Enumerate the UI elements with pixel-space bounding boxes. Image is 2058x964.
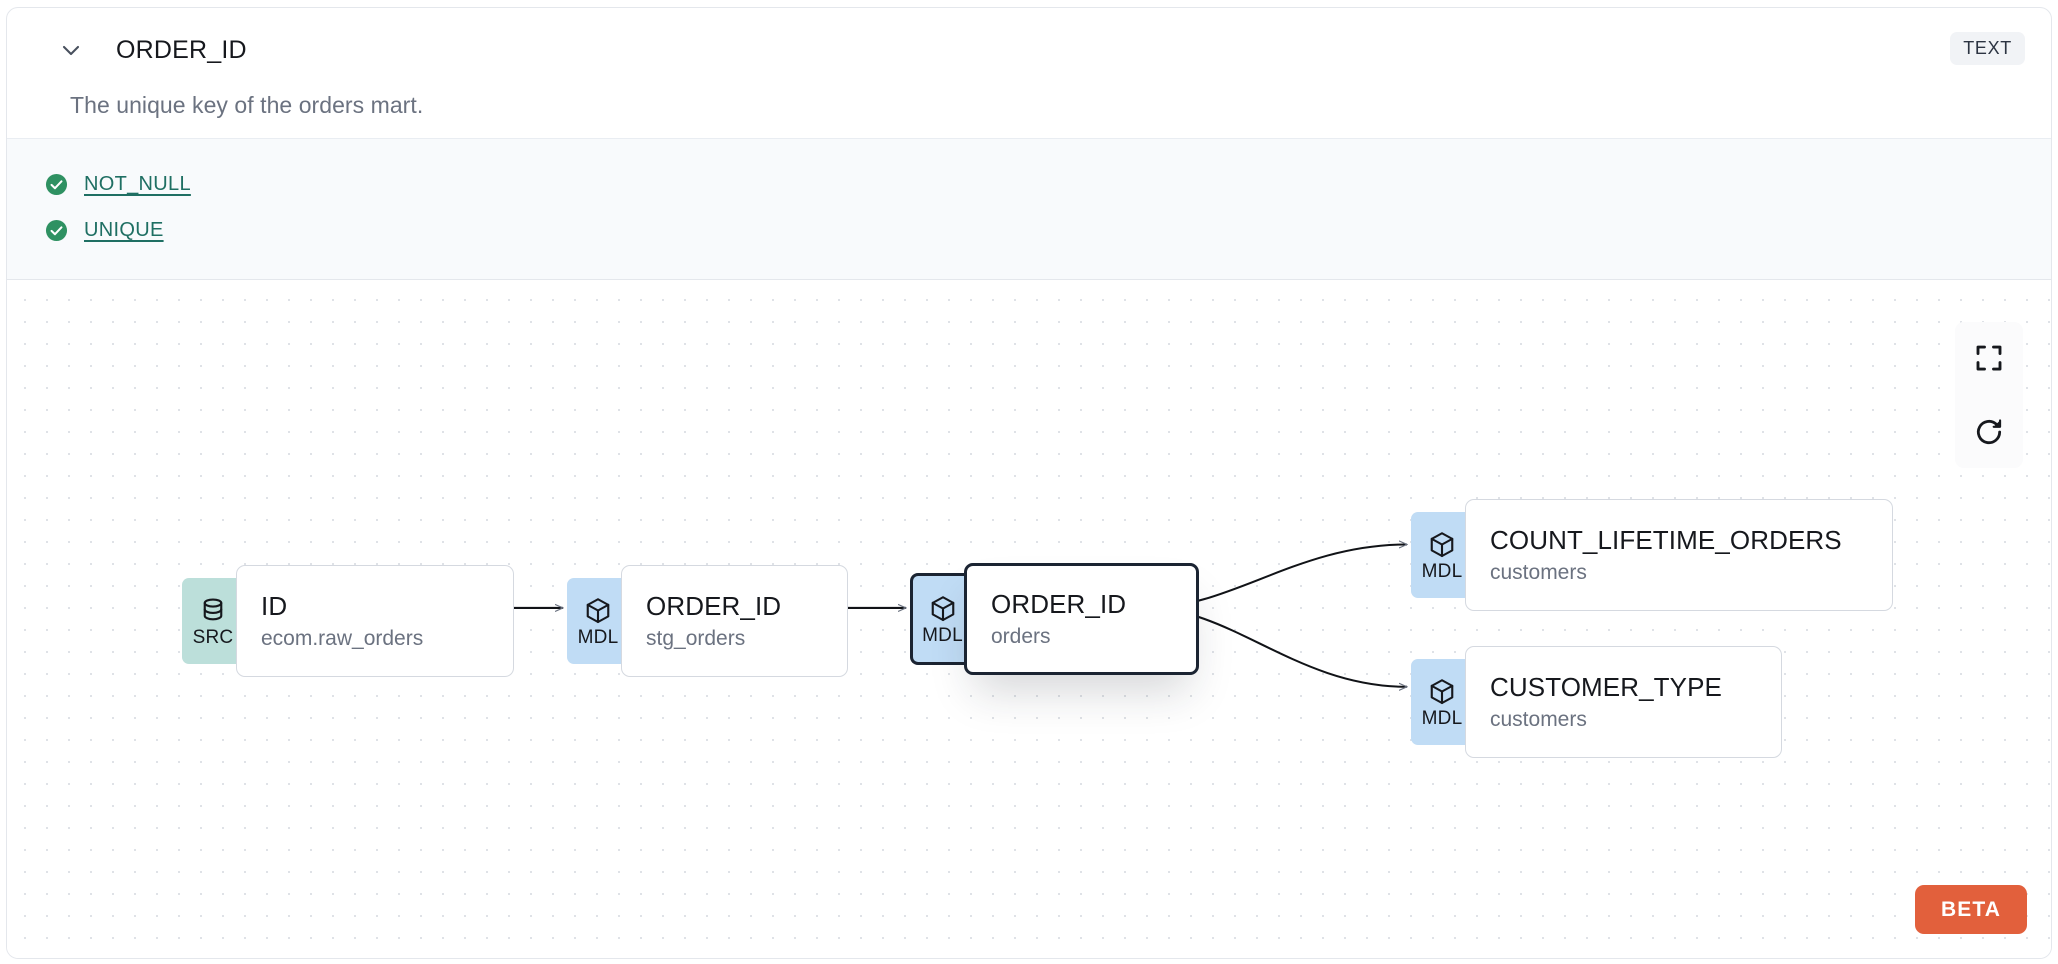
column-detail-card: ORDER_ID TEXT The unique key of the orde… — [6, 7, 2052, 959]
lineage-node-orders-order-id[interactable]: MDL ORDER_ID orders — [910, 563, 1199, 675]
node-badge-label: MDL — [1421, 560, 1463, 582]
node-card[interactable]: CUSTOMER_TYPE customers — [1465, 646, 1782, 758]
node-subtitle: stg_orders — [646, 626, 746, 650]
column-header-row: ORDER_ID — [35, 32, 2023, 68]
node-subtitle: ecom.raw_orders — [261, 626, 424, 650]
check-circle-icon — [45, 173, 68, 195]
cube-icon — [586, 597, 610, 623]
node-badge-label: SRC — [192, 626, 234, 648]
node-name: ORDER_ID — [991, 589, 1127, 620]
node-badge-label: MDL — [1421, 707, 1463, 729]
node-badge-label: MDL — [922, 624, 963, 646]
node-name: ID — [261, 591, 288, 622]
column-header: ORDER_ID TEXT The unique key of the orde… — [7, 8, 2051, 138]
column-type-badge: TEXT — [1950, 32, 2025, 65]
node-badge-mdl: MDL — [567, 578, 629, 664]
fit-view-button[interactable] — [1955, 322, 2023, 394]
node-badge-mdl: MDL — [1411, 659, 1473, 745]
fit-view-icon — [1976, 345, 2002, 371]
node-name: COUNT_LIFETIME_ORDERS — [1490, 525, 1842, 556]
node-card[interactable]: ID ecom.raw_orders — [236, 565, 514, 677]
node-card[interactable]: ORDER_ID orders — [964, 563, 1199, 675]
lineage-node-stg-order-id[interactable]: MDL ORDER_ID stg_orders — [567, 565, 848, 677]
reset-layout-button[interactable] — [1955, 396, 2023, 468]
cube-icon — [1430, 531, 1454, 557]
node-subtitle: customers — [1490, 560, 1587, 584]
database-icon — [203, 597, 223, 620]
node-badge-label: MDL — [577, 626, 619, 648]
canvas-controls — [1955, 322, 2023, 468]
check-circle-icon — [45, 219, 68, 241]
node-badge-mdl: MDL — [910, 573, 972, 665]
node-badge-mdl: MDL — [1411, 512, 1473, 598]
cube-icon — [931, 595, 954, 621]
node-name: CUSTOMER_TYPE — [1490, 672, 1722, 703]
cube-icon — [1430, 678, 1454, 704]
test-link-unique[interactable]: UNIQUE — [84, 218, 164, 241]
lineage-node-customer-type[interactable]: MDL CUSTOMER_TYPE customers — [1411, 646, 1782, 758]
node-badge-src: SRC — [182, 578, 244, 664]
test-row: NOT_NULL — [7, 161, 2051, 207]
node-card[interactable]: ORDER_ID stg_orders — [621, 565, 848, 677]
refresh-icon — [1976, 419, 2002, 445]
column-description: The unique key of the orders mart. — [70, 92, 424, 118]
test-link-not-null[interactable]: NOT_NULL — [84, 172, 191, 195]
lineage-node-count-lifetime-orders[interactable]: MDL COUNT_LIFETIME_ORDERS customers — [1411, 499, 1893, 611]
page-title: ORDER_ID — [116, 35, 247, 64]
node-card[interactable]: COUNT_LIFETIME_ORDERS customers — [1465, 499, 1893, 611]
lineage-canvas[interactable]: SRC ID ecom.raw_orders MDL — [7, 280, 2051, 958]
test-row: UNIQUE — [7, 207, 2051, 253]
node-name: ORDER_ID — [646, 591, 782, 622]
beta-badge[interactable]: BETA — [1914, 885, 2027, 934]
node-subtitle: customers — [1490, 707, 1587, 731]
tests-section: NOT_NULL UNIQUE — [7, 138, 2051, 280]
chevron-down-icon[interactable] — [51, 32, 91, 68]
lineage-node-src-id[interactable]: SRC ID ecom.raw_orders — [182, 565, 514, 677]
node-subtitle: orders — [991, 624, 1051, 648]
